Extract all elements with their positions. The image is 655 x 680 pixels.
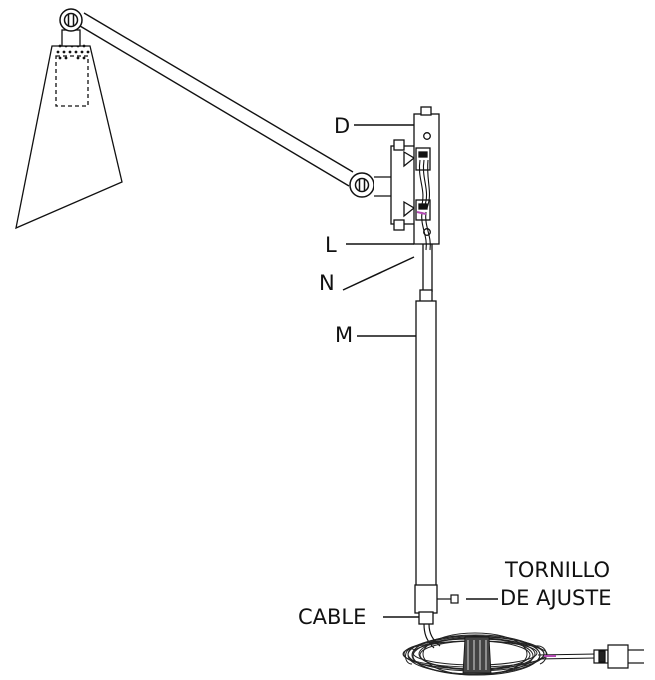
swing-arm bbox=[79, 12, 354, 187]
label-m: M bbox=[335, 323, 353, 347]
label-l: L bbox=[325, 233, 337, 257]
label-cable: CABLE bbox=[298, 605, 366, 629]
label-n: N bbox=[319, 271, 335, 295]
upper-pivot-knob bbox=[59, 8, 83, 32]
leader-lines bbox=[342, 124, 498, 618]
lower-pivot-knob bbox=[349, 172, 375, 198]
label-tornillo-line1: TORNILLO bbox=[504, 558, 610, 582]
vertical-pole bbox=[414, 289, 438, 625]
power-plug bbox=[593, 644, 644, 669]
cable-tie bbox=[462, 636, 492, 674]
internal-wiring bbox=[416, 159, 431, 251]
leader-n bbox=[342, 256, 415, 291]
label-tornillo-line2: DE AJUSTE bbox=[500, 586, 611, 610]
lamp-shade bbox=[15, 29, 123, 230]
wall-bracket bbox=[374, 106, 440, 245]
adjusting-screw bbox=[437, 594, 459, 604]
feed-cable bbox=[422, 244, 433, 292]
label-d: D bbox=[334, 114, 350, 138]
plug-cord bbox=[537, 653, 597, 660]
